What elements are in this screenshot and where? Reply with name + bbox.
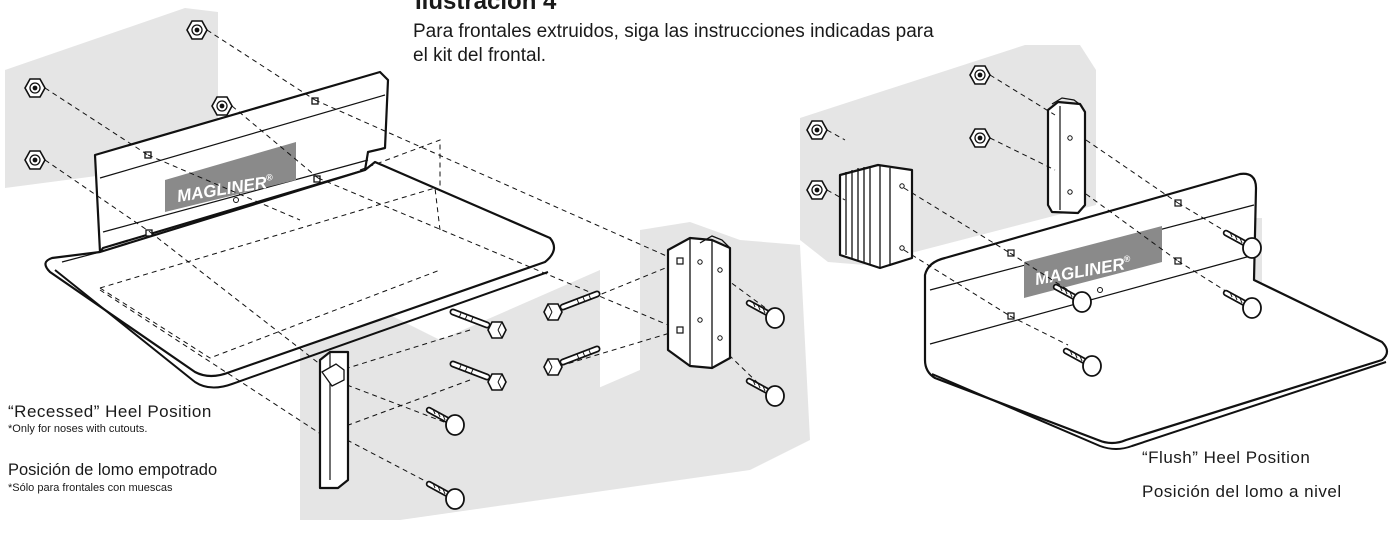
flush-caption-es: Posición del lomo a nivel [1142,482,1342,501]
hex-nut-icon [24,78,46,98]
hex-nut-icon [186,20,208,40]
nose-plate-shelf [44,160,556,378]
recessed-note-es: *Sólo para frontales con muescas [8,482,173,494]
recessed-caption-en: “Recessed” Heel Position [8,402,212,421]
hex-nut-icon [24,150,46,170]
instructions-text: Para frontales extruidos, siga las instr… [413,21,934,66]
hex-nut-icon [806,180,828,200]
hex-nut-icon [969,128,991,148]
recessed-caption-es: Posición de lomo empotrado [8,461,218,479]
flush-heel-bracket-upright [1046,97,1087,215]
flush-assembly: MAGLINER® [800,45,1389,450]
recessed-assembly: MAGLINER® [5,8,810,520]
heel-bracket-front [318,350,350,490]
magliner-logo-icon [165,142,296,212]
hex-nut-icon [211,96,233,116]
flush-caption-en: “Flush” Heel Position [1142,448,1311,467]
registered-mark: ® [265,172,273,183]
heel-bracket-back [666,235,732,370]
hex-nut-icon [969,65,991,85]
magliner-logo-icon [1024,226,1162,298]
hex-nut-icon [806,120,828,140]
registered-mark: ® [1123,253,1132,264]
recessed-note-en: *Only for noses with cutouts. [8,423,148,435]
flush-nose-plate [923,172,1389,445]
illustration-title: Ilustración 4 [415,0,557,15]
flush-heel-bracket-finned [838,163,914,270]
